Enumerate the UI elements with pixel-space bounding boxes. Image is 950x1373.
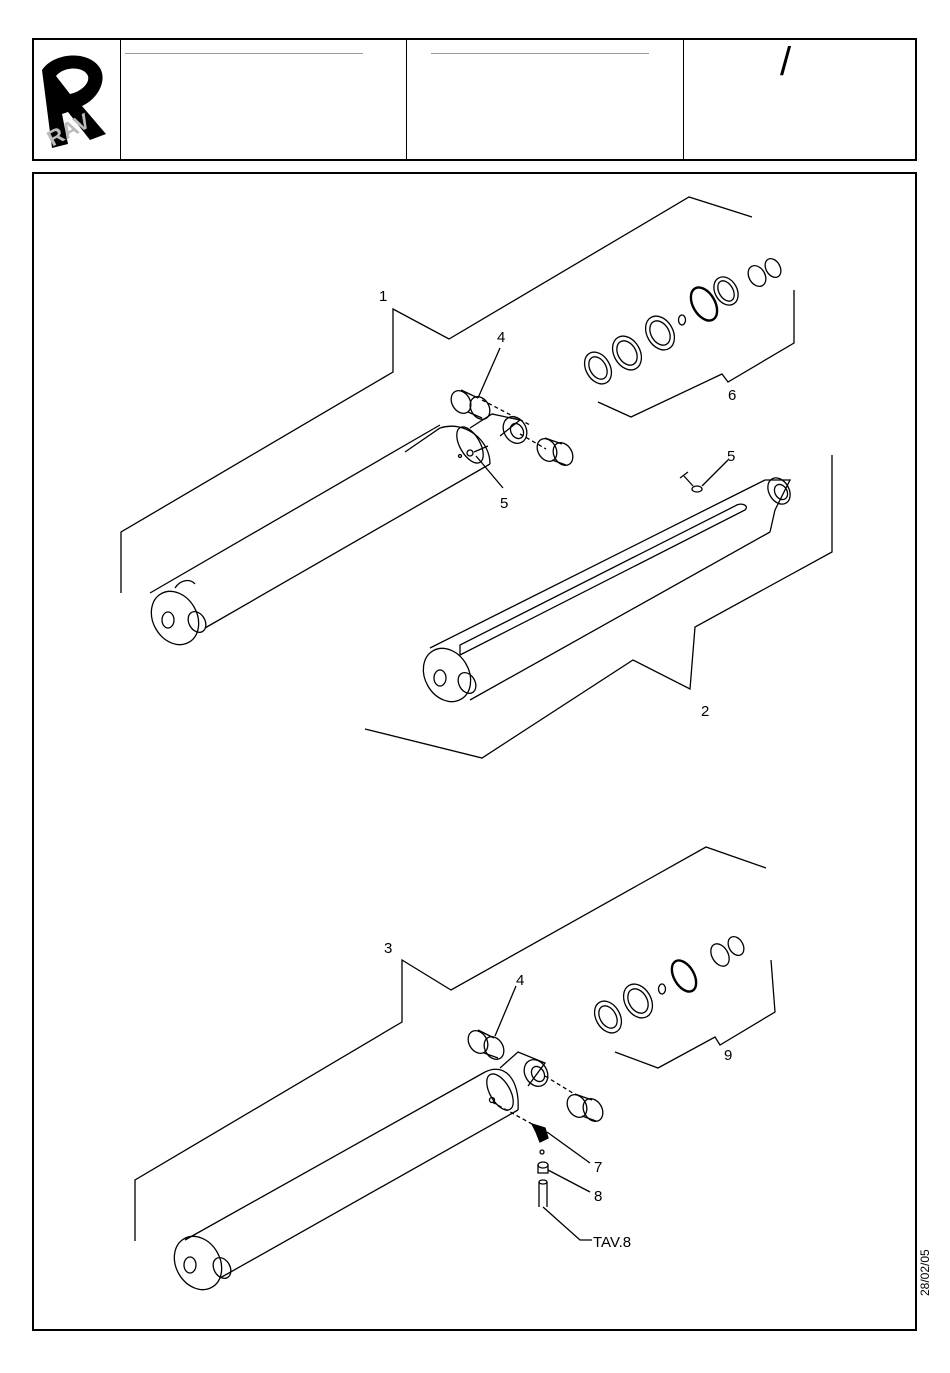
grease-nipple-5-b [680,472,702,492]
date-stamp-text: 28/02/05 [918,1249,932,1296]
bushing-4-d [563,1091,607,1125]
bushing-4-b [533,435,577,469]
callout-9: 9 [724,1047,732,1064]
callout-tav8: TAV.8 [593,1234,631,1251]
date-stamp: 28/02/05 [918,1236,932,1296]
cylinder-1 [142,412,532,653]
callout-5-left: 5 [500,495,508,512]
elbow-fitting-7 [532,1124,548,1154]
callout-3: 3 [384,940,392,957]
bushing-4-c [464,1027,508,1063]
callout-4-bottom: 4 [516,972,524,989]
bracket-cylinder-3 [135,847,766,1241]
callout-8: 8 [594,1188,602,1205]
callout-1: 1 [379,288,387,305]
bracket-seals-6 [598,290,794,417]
bushing-4-a [447,387,494,423]
seal-kit-6 [579,256,784,389]
bracket-cylinder-2 [365,455,832,758]
cylinder-3 [165,1052,553,1298]
seal-kit-9 [589,934,747,1038]
callout-4-top: 4 [497,329,505,346]
callout-7: 7 [594,1159,602,1176]
cylinder-2 [414,474,795,710]
hose-tav8 [539,1180,547,1207]
callout-2: 2 [701,703,709,720]
callout-5-right: 5 [727,448,735,465]
adapter-8 [538,1162,548,1173]
callout-6: 6 [728,387,736,404]
